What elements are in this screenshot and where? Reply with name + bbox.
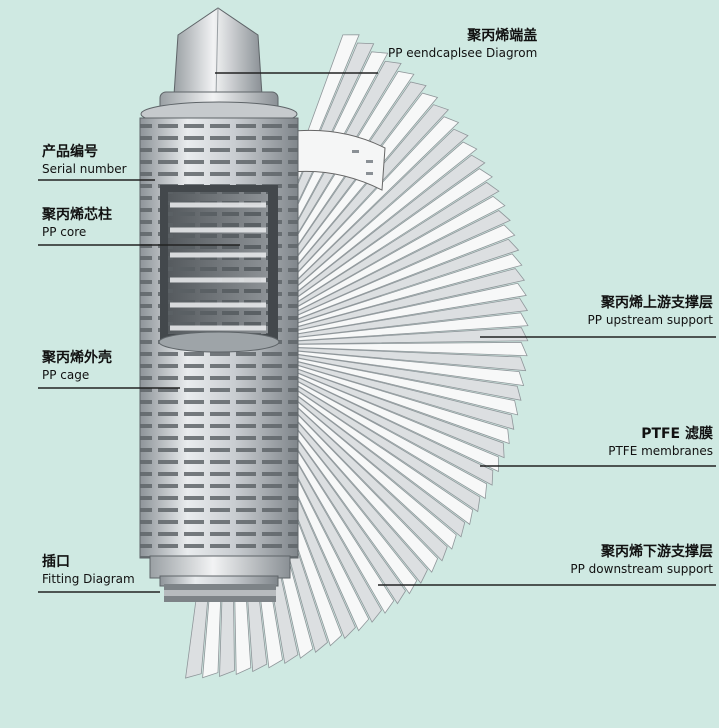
label-cage-en: PP cage: [42, 367, 90, 382]
label-endcap-en: PP eendcaplsee Diagrom: [388, 45, 538, 60]
label-fitting: 插口 Fitting Diagram: [42, 554, 135, 587]
label-core-cn: 聚丙烯芯柱: [42, 207, 112, 223]
label-core-en: PP core: [42, 224, 87, 239]
label-upstream-cn: 聚丙烯上游支撑层: [601, 295, 713, 311]
label-core: 聚丙烯芯柱 PP core: [42, 207, 112, 240]
label-downstream-en: PP downstream support: [570, 561, 713, 576]
label-fitting-cn: 插口: [42, 554, 70, 570]
label-serial: 产品编号 Serial number: [42, 144, 127, 177]
label-endcap: 聚丙烯端盖 PP eendcaplsee Diagrom: [388, 28, 537, 61]
label-membrane-en: PTFE membranes: [608, 443, 713, 458]
label-membrane-cn: PTFE 滤膜: [641, 426, 713, 442]
label-fitting-en: Fitting Diagram: [42, 571, 135, 586]
label-cage: 聚丙烯外壳 PP cage: [42, 350, 112, 383]
fitting: [164, 596, 276, 602]
callout-lines: [38, 72, 716, 593]
label-upstream: 聚丙烯上游支撑层 PP upstream support: [588, 295, 713, 328]
label-endcap-cn: 聚丙烯端盖: [467, 28, 538, 44]
label-upstream-en: PP upstream support: [587, 312, 713, 327]
label-downstream-cn: 聚丙烯下游支撑层: [601, 544, 713, 560]
label-downstream: 聚丙烯下游支撑层 PP downstream support: [570, 544, 713, 577]
label-serial-cn: 产品编号: [42, 144, 98, 160]
label-membrane: PTFE 滤膜 PTFE membranes: [608, 426, 713, 459]
label-serial-en: Serial number: [42, 161, 127, 176]
pp-upstream-support-band: [284, 129, 386, 191]
label-cage-cn: 聚丙烯外壳: [42, 350, 112, 366]
bottom-collar: [149, 555, 291, 579]
